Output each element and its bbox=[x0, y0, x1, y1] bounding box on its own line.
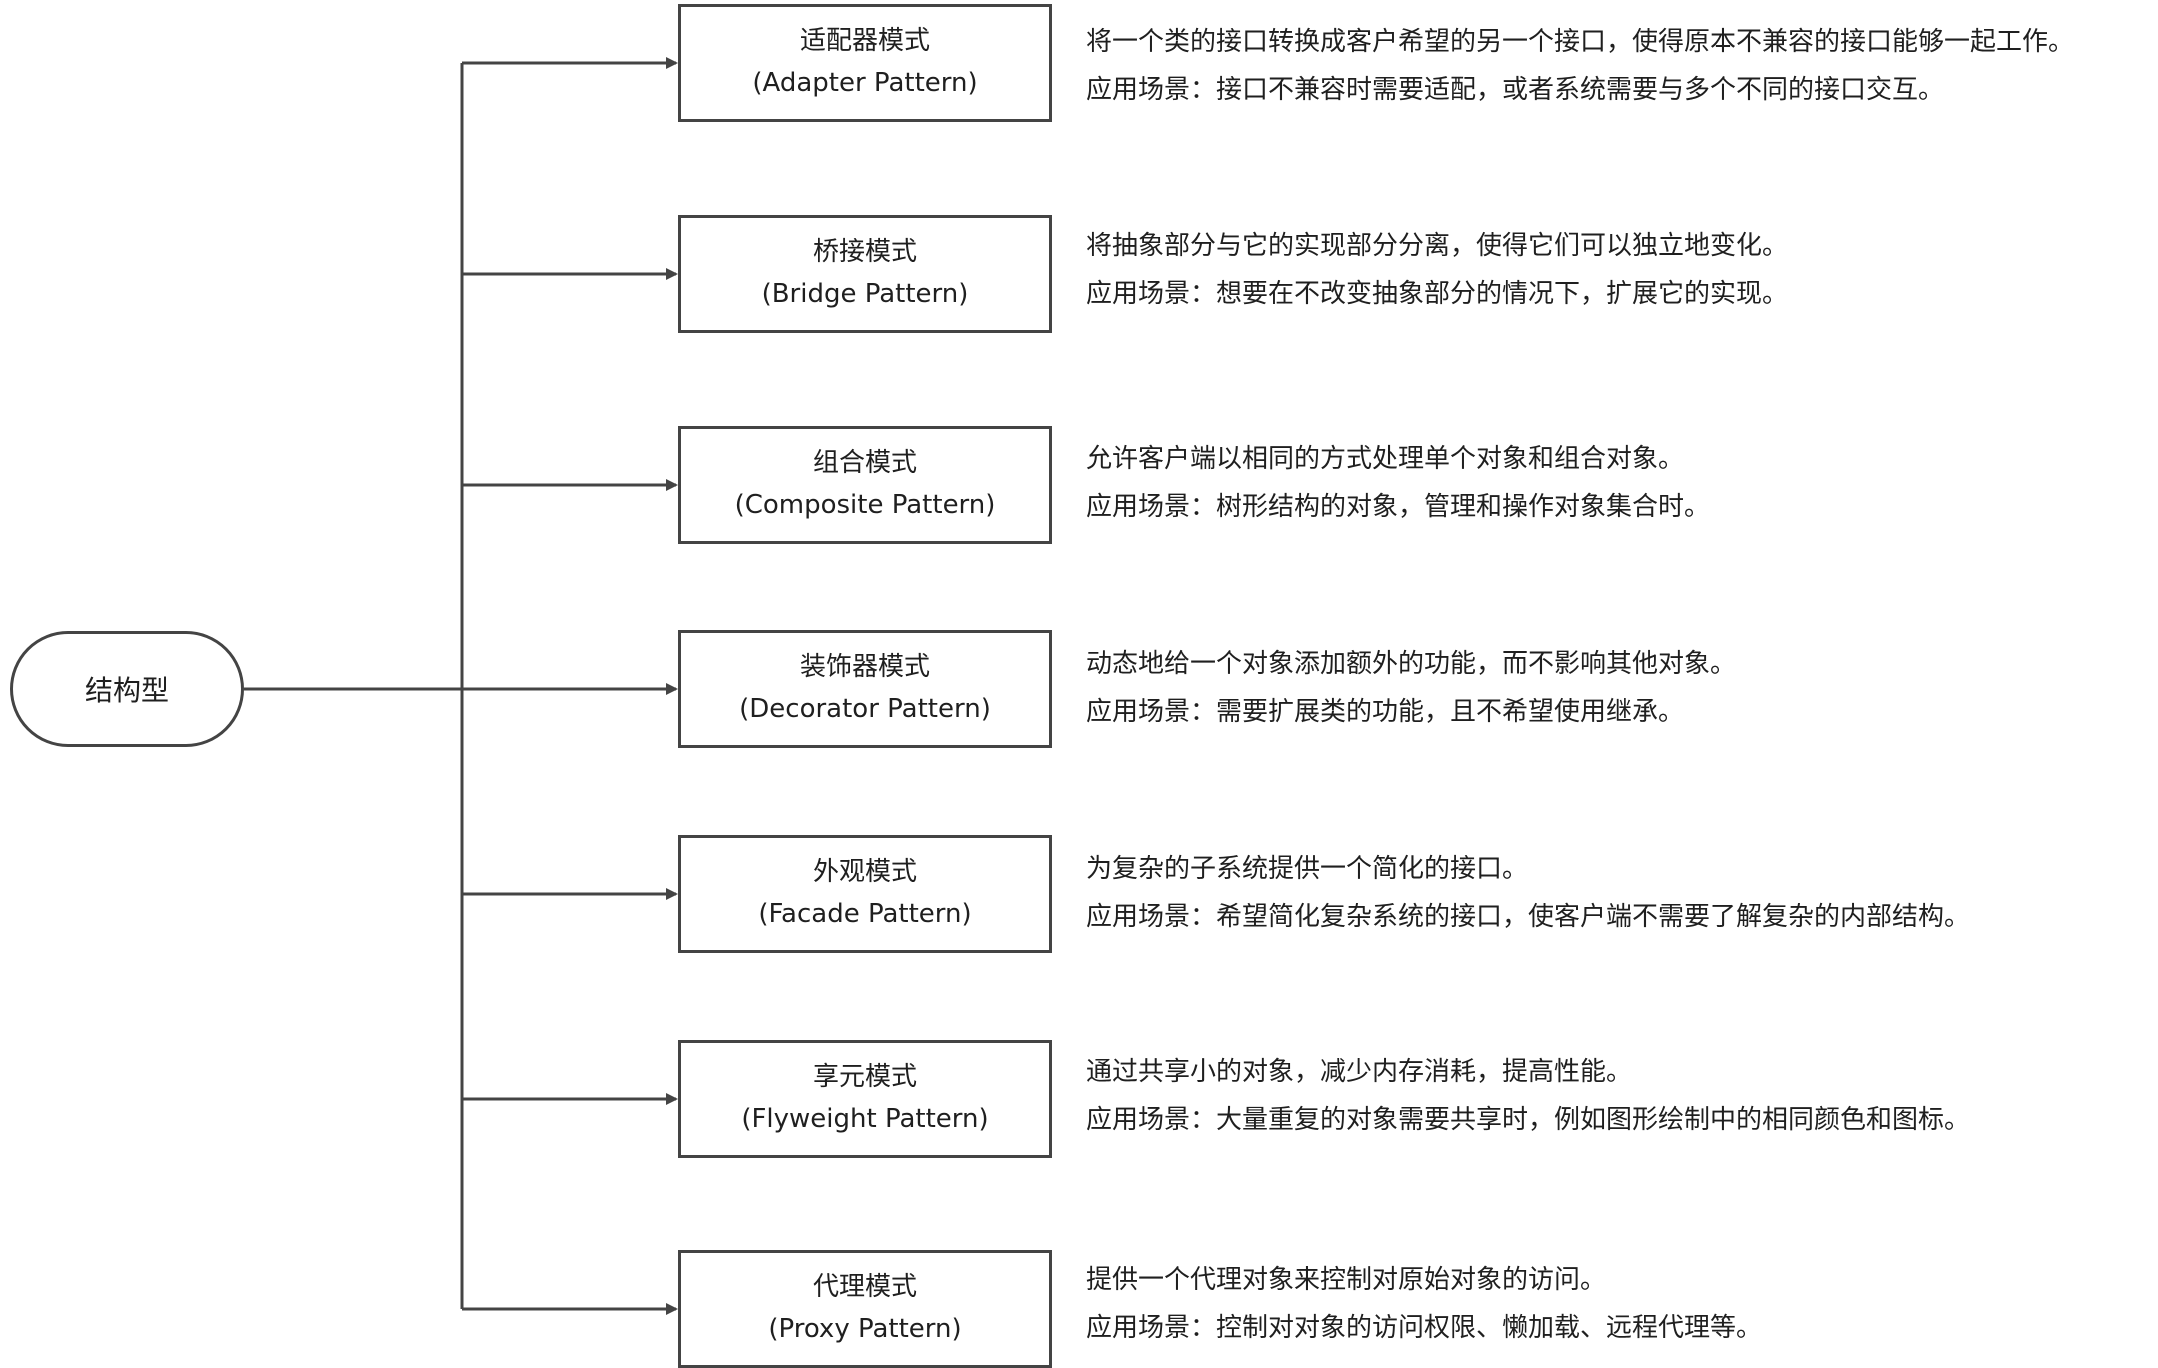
pattern-name-en: (Flyweight Pattern) bbox=[741, 1104, 989, 1134]
pattern-description-composite: 允许客户端以相同的方式处理单个对象和组合对象。 应用场景：树形结构的对象，管理和… bbox=[1086, 435, 2152, 531]
pattern-box-composite: 组合模式 (Composite Pattern) bbox=[678, 426, 1052, 544]
pattern-description-proxy: 提供一个代理对象来控制对原始对象的访问。 应用场景：控制对对象的访问权限、懒加载… bbox=[1086, 1256, 2152, 1352]
description-text: 动态地给一个对象添加额外的功能，而不影响其他对象。 bbox=[1086, 649, 1737, 679]
pattern-box-adapter: 适配器模式 (Adapter Pattern) bbox=[678, 4, 1052, 122]
usage-text: 应用场景：希望简化复杂系统的接口，使客户端不需要了解复杂的内部结构。 bbox=[1086, 902, 1971, 932]
pattern-name-cn: 桥接模式 bbox=[812, 237, 917, 268]
pattern-description-decorator: 动态地给一个对象添加额外的功能，而不影响其他对象。 应用场景：需要扩展类的功能，… bbox=[1086, 640, 2152, 736]
pattern-description-bridge: 将抽象部分与它的实现部分分离，使得它们可以独立地变化。 应用场景：想要在不改变抽… bbox=[1086, 222, 2152, 318]
description-text: 为复杂的子系统提供一个简化的接口。 bbox=[1086, 854, 1529, 884]
pattern-name-en: (Decorator Pattern) bbox=[739, 694, 991, 724]
root-label: 结构型 bbox=[84, 674, 169, 707]
description-text: 提供一个代理对象来控制对原始对象的访问。 bbox=[1086, 1265, 1607, 1295]
pattern-box-proxy: 代理模式 (Proxy Pattern) bbox=[678, 1250, 1052, 1368]
pattern-name-cn: 享元模式 bbox=[812, 1062, 917, 1093]
branch-arrows bbox=[462, 57, 678, 1315]
description-text: 通过共享小的对象，减少内存消耗，提高性能。 bbox=[1086, 1057, 1633, 1087]
pattern-box-decorator: 装饰器模式 (Decorator Pattern) bbox=[678, 630, 1052, 748]
pattern-box-flyweight: 享元模式 (Flyweight Pattern) bbox=[678, 1040, 1052, 1158]
pattern-name-en: (Composite Pattern) bbox=[734, 490, 996, 520]
usage-text: 应用场景：想要在不改变抽象部分的情况下，扩展它的实现。 bbox=[1086, 279, 1789, 309]
usage-text: 应用场景：树形结构的对象，管理和操作对象集合时。 bbox=[1086, 492, 1711, 522]
usage-text: 应用场景：大量重复的对象需要共享时，例如图形绘制中的相同颜色和图标。 bbox=[1086, 1105, 1971, 1135]
pattern-name-en: (Bridge Pattern) bbox=[761, 279, 969, 309]
pattern-name-en: (Facade Pattern) bbox=[758, 899, 972, 929]
pattern-name-cn: 外观模式 bbox=[812, 857, 917, 888]
description-text: 将一个类的接口转换成客户希望的另一个接口，使得原本不兼容的接口能够一起工作。 bbox=[1086, 27, 2075, 57]
pattern-name-en: (Adapter Pattern) bbox=[752, 68, 978, 98]
pattern-box-bridge: 桥接模式 (Bridge Pattern) bbox=[678, 215, 1052, 333]
pattern-name-en: (Proxy Pattern) bbox=[768, 1314, 962, 1344]
usage-text: 应用场景：控制对对象的访问权限、懒加载、远程代理等。 bbox=[1086, 1313, 1763, 1343]
pattern-description-flyweight: 通过共享小的对象，减少内存消耗，提高性能。 应用场景：大量重复的对象需要共享时，… bbox=[1086, 1048, 2152, 1144]
description-text: 允许客户端以相同的方式处理单个对象和组合对象。 bbox=[1086, 444, 1685, 474]
pattern-box-facade: 外观模式 (Facade Pattern) bbox=[678, 835, 1052, 953]
description-text: 将抽象部分与它的实现部分分离，使得它们可以独立地变化。 bbox=[1086, 231, 1789, 261]
usage-text: 应用场景：需要扩展类的功能，且不希望使用继承。 bbox=[1086, 697, 1685, 727]
pattern-name-cn: 装饰器模式 bbox=[799, 652, 930, 683]
pattern-description-facade: 为复杂的子系统提供一个简化的接口。 应用场景：希望简化复杂系统的接口，使客户端不… bbox=[1086, 845, 2152, 941]
pattern-name-cn: 适配器模式 bbox=[799, 26, 930, 57]
pattern-name-cn: 组合模式 bbox=[812, 448, 917, 479]
pattern-name-cn: 代理模式 bbox=[812, 1272, 917, 1303]
root-node-structural: 结构型 bbox=[10, 631, 244, 747]
usage-text: 应用场景：接口不兼容时需要适配，或者系统需要与多个不同的接口交互。 bbox=[1086, 75, 1945, 105]
pattern-description-adapter: 将一个类的接口转换成客户希望的另一个接口，使得原本不兼容的接口能够一起工作。 应… bbox=[1086, 18, 2152, 114]
